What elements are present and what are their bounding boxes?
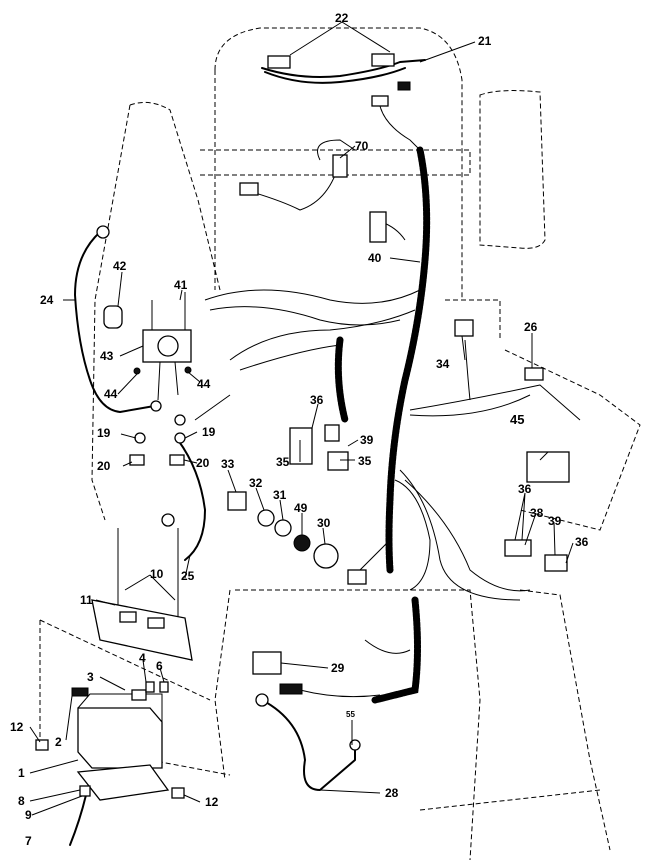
callout-labels: 22 21 70 40 42 41 24 43 44 44 19 19 20 2… bbox=[10, 11, 589, 848]
leader-lines bbox=[29, 21, 574, 816]
callout-36-right: 36 bbox=[518, 482, 532, 496]
switch-33 bbox=[227, 491, 247, 511]
battery-area bbox=[35, 528, 193, 846]
vent-9 bbox=[79, 785, 91, 797]
switch-34 bbox=[454, 319, 474, 337]
callout-35-center: 35 bbox=[358, 454, 372, 468]
fuse-block bbox=[369, 211, 387, 243]
nut-32 bbox=[257, 509, 275, 527]
callout-26: 26 bbox=[524, 320, 538, 334]
callout-36-upper: 36 bbox=[310, 393, 324, 407]
plug-connector bbox=[347, 569, 367, 585]
callout-29: 29 bbox=[331, 661, 345, 675]
callout-40: 40 bbox=[368, 251, 382, 265]
callout-70: 70 bbox=[355, 139, 369, 153]
callout-11: 11 bbox=[80, 593, 93, 607]
callout-39-center: 39 bbox=[360, 433, 374, 447]
callout-31: 31 bbox=[273, 488, 287, 502]
callout-8: 8 bbox=[18, 794, 25, 808]
callout-2: 2 bbox=[55, 735, 62, 749]
callout-33: 33 bbox=[221, 457, 235, 471]
ignition-switch-30 bbox=[313, 543, 339, 569]
harness-connector bbox=[397, 81, 411, 91]
callout-1: 1 bbox=[18, 766, 25, 780]
headlight-harness bbox=[261, 53, 426, 151]
callout-12-left: 12 bbox=[10, 720, 24, 734]
callout-6: 6 bbox=[156, 659, 163, 673]
callout-21: 21 bbox=[478, 34, 492, 48]
callout-25: 25 bbox=[181, 569, 195, 583]
callout-55: 55 bbox=[346, 710, 355, 719]
harness-plug-left bbox=[239, 182, 259, 196]
callout-7: 7 bbox=[25, 834, 32, 848]
module-45 bbox=[526, 451, 570, 483]
solenoid-boot bbox=[103, 305, 123, 329]
solenoid-assembly bbox=[103, 292, 231, 466]
switches-and-parts bbox=[227, 154, 570, 745]
washer-31 bbox=[274, 519, 292, 537]
callout-45: 45 bbox=[510, 412, 524, 427]
callout-44-left: 44 bbox=[104, 387, 118, 401]
bolt-2 bbox=[71, 687, 89, 697]
connector-70 bbox=[332, 154, 348, 178]
callout-3: 3 bbox=[87, 670, 94, 684]
clip-12-left bbox=[35, 739, 49, 751]
callout-28: 28 bbox=[385, 786, 399, 800]
callout-34: 34 bbox=[436, 357, 450, 371]
callout-43: 43 bbox=[100, 349, 114, 363]
callout-12-right: 12 bbox=[205, 795, 219, 809]
callout-24: 24 bbox=[40, 293, 54, 307]
relay-36 bbox=[324, 424, 340, 442]
callout-49: 49 bbox=[294, 501, 308, 515]
callout-44-right: 44 bbox=[197, 377, 211, 391]
headlight-socket-left bbox=[267, 55, 291, 69]
callout-20-right: 20 bbox=[196, 456, 210, 470]
callout-9: 9 bbox=[25, 808, 32, 822]
callout-10: 10 bbox=[150, 567, 164, 581]
callout-32: 32 bbox=[249, 476, 263, 490]
battery-holddown-11 bbox=[91, 599, 193, 661]
callout-39-right: 39 bbox=[548, 514, 562, 528]
bracket-35 bbox=[289, 427, 313, 465]
callout-38: 38 bbox=[530, 506, 544, 520]
battery-tray-8 bbox=[76, 764, 170, 801]
headlight-socket-right bbox=[371, 53, 395, 67]
callout-20-left: 20 bbox=[97, 459, 111, 473]
callout-42: 42 bbox=[113, 259, 127, 273]
connector-26 bbox=[524, 367, 544, 381]
callout-41: 41 bbox=[174, 278, 188, 292]
battery-cables bbox=[74, 225, 361, 791]
callout-19-right: 19 bbox=[202, 425, 216, 439]
switch-39-right bbox=[544, 554, 568, 572]
switch-39 bbox=[327, 451, 349, 471]
bracket-38 bbox=[504, 539, 532, 557]
solenoid-bracket bbox=[142, 329, 192, 363]
battery-1 bbox=[77, 707, 163, 769]
clip-12-right bbox=[171, 787, 185, 799]
washer-49 bbox=[293, 534, 311, 552]
callout-19-left: 19 bbox=[97, 426, 111, 440]
main-harness-loom bbox=[334, 146, 431, 704]
callout-35-left: 35 bbox=[276, 455, 290, 469]
solenoid-29 bbox=[252, 651, 282, 675]
callout-22: 22 bbox=[335, 11, 349, 25]
harness-plug bbox=[371, 95, 389, 107]
callout-4: 4 bbox=[139, 651, 146, 665]
fuse-holder bbox=[279, 683, 303, 695]
branch-wiring bbox=[204, 139, 581, 698]
callout-30: 30 bbox=[317, 516, 331, 530]
callout-36-far-right: 36 bbox=[575, 535, 589, 549]
